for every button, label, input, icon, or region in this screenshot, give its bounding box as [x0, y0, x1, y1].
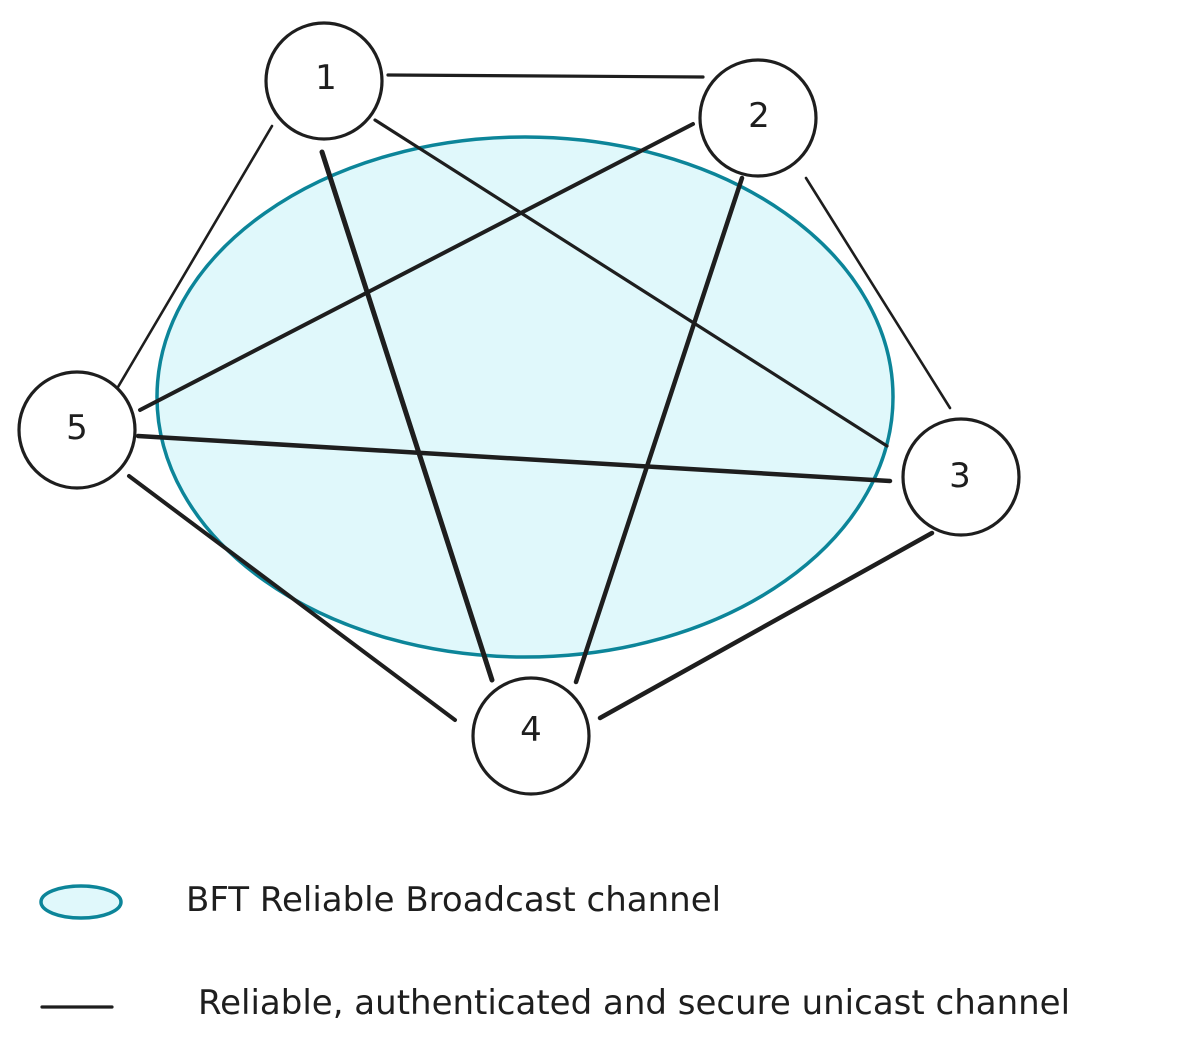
edge-2-5 [138, 122, 695, 412]
edge-3-5 [135, 433, 893, 484]
node-4: 4 [471, 676, 591, 796]
node-5: 5 [17, 370, 137, 490]
edge-5-1 [116, 124, 274, 389]
node-1-label: 1 [315, 58, 337, 98]
broadcast-channel-ellipse [155, 135, 895, 659]
edge-2-3 [804, 176, 952, 410]
node-2-label: 2 [748, 96, 770, 136]
edge-1-2 [386, 73, 705, 79]
legend: BFT Reliable Broadcast channel Reliable,… [39, 880, 1070, 1023]
node-2: 2 [698, 58, 818, 178]
node-3: 3 [901, 417, 1021, 537]
node-5-label: 5 [66, 408, 88, 448]
legend-broadcast: BFT Reliable Broadcast channel [39, 880, 721, 920]
edge-3-4 [597, 530, 935, 721]
node-4-label: 4 [520, 710, 542, 750]
edge-1-4 [319, 149, 495, 683]
legend-broadcast-swatch [39, 884, 123, 920]
edge-1-3 [373, 118, 889, 448]
node-3-label: 3 [949, 456, 971, 496]
legend-unicast-label: Reliable, authenticated and secure unica… [198, 983, 1070, 1023]
edge-2-4 [573, 175, 745, 685]
legend-unicast: Reliable, authenticated and secure unica… [40, 983, 1070, 1023]
node-1: 1 [264, 21, 384, 141]
legend-broadcast-label: BFT Reliable Broadcast channel [186, 880, 721, 920]
unicast-edges [116, 73, 952, 722]
edge-4-5 [127, 474, 457, 722]
